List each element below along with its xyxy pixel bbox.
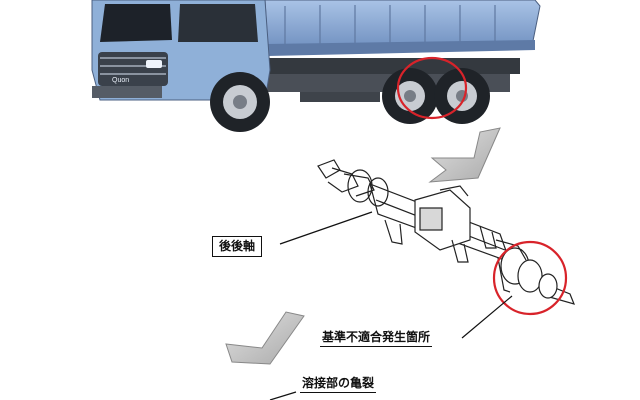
weld-crack-label: 溶接部の亀裂 [300,376,377,393]
down-arrow-1 [428,127,501,183]
axle-line-drawing [317,159,576,305]
rear-rear-axle-label: 後後軸 [212,236,263,257]
nonconformity-location-label: 基準不適合発生箇所 [320,330,433,347]
front-wheel [210,72,270,132]
dump-truck-illustration: Quon [91,0,541,132]
nonconformity-highlight-circle [492,240,568,316]
leader-line-rear-axle [279,211,373,245]
rear-axle-highlight-circle [396,56,468,120]
down-arrow-2 [225,311,305,365]
leader-line-weld-crack [269,391,297,400]
leader-line-nonconformity [461,295,513,339]
truck-brand-text: Quon [112,77,129,84]
rear-wheels [382,68,490,124]
